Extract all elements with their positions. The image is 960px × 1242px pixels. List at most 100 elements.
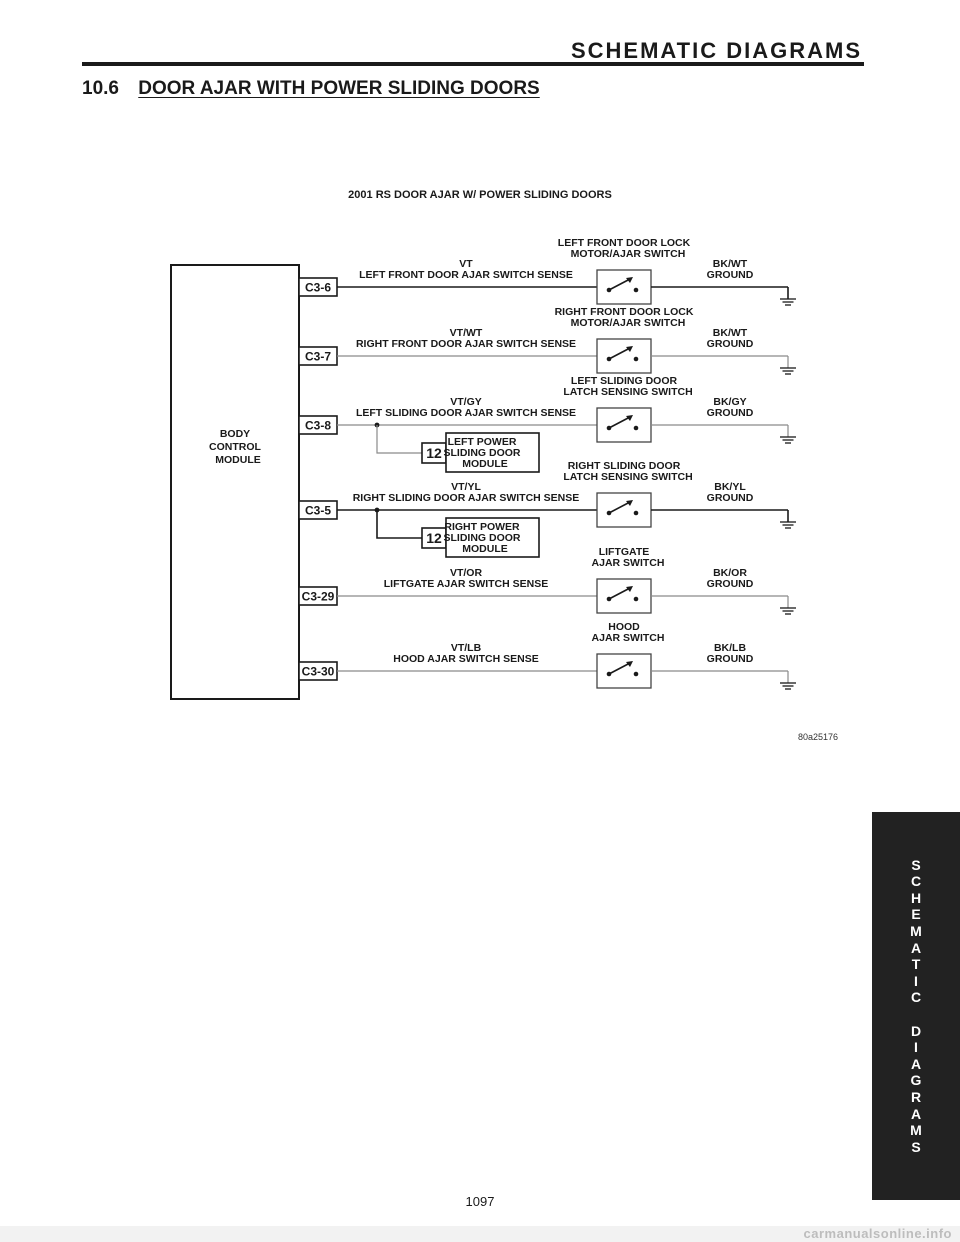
section-number: 10.6: [82, 78, 119, 99]
wire-color-label: VT/WT: [450, 327, 483, 339]
footer-strip: [0, 1226, 960, 1242]
section-heading: 10.6 DOOR AJAR WITH POWER SLIDING DOORS: [82, 78, 540, 100]
switch-blade: [608, 587, 631, 600]
sense-label: LIFTGATE AJAR SWITCH SENSE: [384, 578, 549, 590]
switch-blade: [608, 501, 631, 514]
side-tab-word1-letter: A: [910, 939, 922, 956]
section-title: DOOR AJAR WITH POWER SLIDING DOORS: [138, 78, 540, 99]
body-control-module-box: [170, 264, 300, 700]
switch-blade: [608, 278, 631, 291]
branch-pin-label: 12: [426, 530, 442, 546]
branch-module-line-2: SLIDING DOOR: [443, 447, 520, 459]
switch-name-line-1: HOOD: [608, 621, 640, 633]
ajar-switch-box: [596, 338, 652, 374]
ground-label: GROUND: [707, 407, 754, 419]
side-tab-word1-letter: C: [910, 873, 922, 890]
ground-label: GROUND: [707, 338, 754, 350]
power-sliding-door-module-box: [445, 432, 540, 473]
switch-blade-arrow: [626, 277, 633, 283]
switch-name-line-2: MOTOR/AJAR SWITCH: [571, 317, 686, 329]
page-number: 1097: [465, 1194, 495, 1209]
branch-module-line-1: LEFT POWER: [448, 436, 517, 448]
wire-color-label: VT/GY: [450, 396, 482, 408]
side-tab-word2-letter: D: [910, 1022, 922, 1039]
branch-wire: [376, 425, 422, 454]
side-tab-word1-letter: H: [910, 889, 922, 906]
watermark: carmanualsonline.info: [803, 1226, 952, 1241]
connector-pin-label: C3-6: [305, 281, 331, 295]
wire-color-label: VT/OR: [450, 567, 483, 579]
branch-module-line-2: SLIDING DOOR: [443, 532, 520, 544]
branch-module-line-1: RIGHT POWER: [444, 521, 520, 533]
module-label-line-2: CONTROL: [209, 441, 261, 453]
sense-label: HOOD AJAR SWITCH SENSE: [393, 653, 538, 665]
switch-contact-right: [633, 425, 639, 431]
switch-blade-arrow: [626, 586, 633, 592]
ajar-switch-box: [596, 407, 652, 443]
side-tab-word2-letter: M: [910, 1122, 922, 1139]
switch-blade-arrow: [626, 661, 633, 667]
side-tab-word1-letter: C: [910, 989, 922, 1006]
switch-name-line-2: MOTOR/AJAR SWITCH: [571, 248, 686, 260]
diagram-title: 2001 RS DOOR AJAR W/ POWER SLIDING DOORS: [348, 189, 612, 201]
branch-pin-label: 12: [426, 445, 442, 461]
branch-wire: [376, 510, 422, 539]
switch-name-line-1: LIFTGATE: [599, 546, 650, 558]
side-tab-word1-letter: M: [910, 923, 922, 940]
switch-name-line-2: AJAR SWITCH: [592, 557, 665, 569]
switch-name-line-1: LEFT FRONT DOOR LOCK: [558, 237, 691, 249]
connector-pin-label: C3-5: [305, 504, 331, 518]
wire-color-label: VT/YL: [451, 481, 481, 493]
switch-blade: [608, 347, 631, 360]
ground-label: GROUND: [707, 492, 754, 504]
connector-pin-label: C3-8: [305, 419, 331, 433]
switch-name-line-2: AJAR SWITCH: [592, 632, 665, 644]
ground-wire-color-label: BK/OR: [713, 567, 747, 579]
sense-label: RIGHT FRONT DOOR AJAR SWITCH SENSE: [356, 338, 576, 350]
sense-label: LEFT FRONT DOOR AJAR SWITCH SENSE: [359, 269, 573, 281]
ground-wire-color-label: BK/WT: [713, 327, 748, 339]
side-tab-word1-letter: T: [911, 956, 921, 973]
switch-blade: [608, 416, 631, 429]
side-tab-word1-letter: S: [911, 856, 921, 873]
figure-id: 80a25176: [798, 732, 838, 742]
ground-wire-color-label: BK/GY: [713, 396, 746, 408]
ground-wire-color-label: BK/LB: [714, 642, 746, 654]
wire-color-label: VT: [459, 258, 473, 270]
module-label-line-3: MODULE: [215, 454, 261, 466]
sense-label: RIGHT SLIDING DOOR AJAR SWITCH SENSE: [353, 492, 580, 504]
switch-blade: [608, 662, 631, 675]
header-rule: [82, 62, 864, 66]
connector-pin-label: C3-7: [305, 350, 331, 364]
ground-label: GROUND: [707, 653, 754, 665]
ajar-switch-box: [596, 492, 652, 528]
branch-module-line-3: MODULE: [462, 543, 508, 555]
side-tab-word2-letter: R: [910, 1088, 922, 1105]
branch-module-line-3: MODULE: [462, 458, 508, 470]
side-tab-word2-letter: G: [910, 1072, 922, 1089]
side-tab-word2-letter: S: [911, 1138, 921, 1155]
switch-contact-right: [633, 671, 639, 677]
side-tab-word2-letter: A: [910, 1105, 922, 1122]
ajar-switch-box: [596, 653, 652, 689]
ground-wire-color-label: BK/WT: [713, 258, 748, 270]
switch-blade-arrow: [626, 500, 633, 506]
module-label-line-1: BODY: [220, 428, 250, 440]
wire-color-label: VT/LB: [451, 642, 482, 654]
page-header-title: SCHEMATIC DIAGRAMS: [570, 38, 862, 63]
sense-label: LEFT SLIDING DOOR AJAR SWITCH SENSE: [356, 407, 576, 419]
switch-blade-arrow: [626, 415, 633, 421]
switch-contact-right: [633, 596, 639, 602]
power-sliding-door-module-box: [445, 517, 540, 558]
switch-name-line-1: RIGHT FRONT DOOR LOCK: [555, 306, 694, 318]
side-tab-word2-letter: I: [914, 1039, 918, 1056]
connector-pin-label: C3-29: [302, 590, 335, 604]
side-tab-word1-letter: I: [914, 972, 918, 989]
switch-contact-right: [633, 287, 639, 293]
ground-wire-color-label: BK/YL: [714, 481, 746, 493]
switch-contact-right: [633, 510, 639, 516]
connector-pin-label: C3-30: [302, 665, 335, 679]
